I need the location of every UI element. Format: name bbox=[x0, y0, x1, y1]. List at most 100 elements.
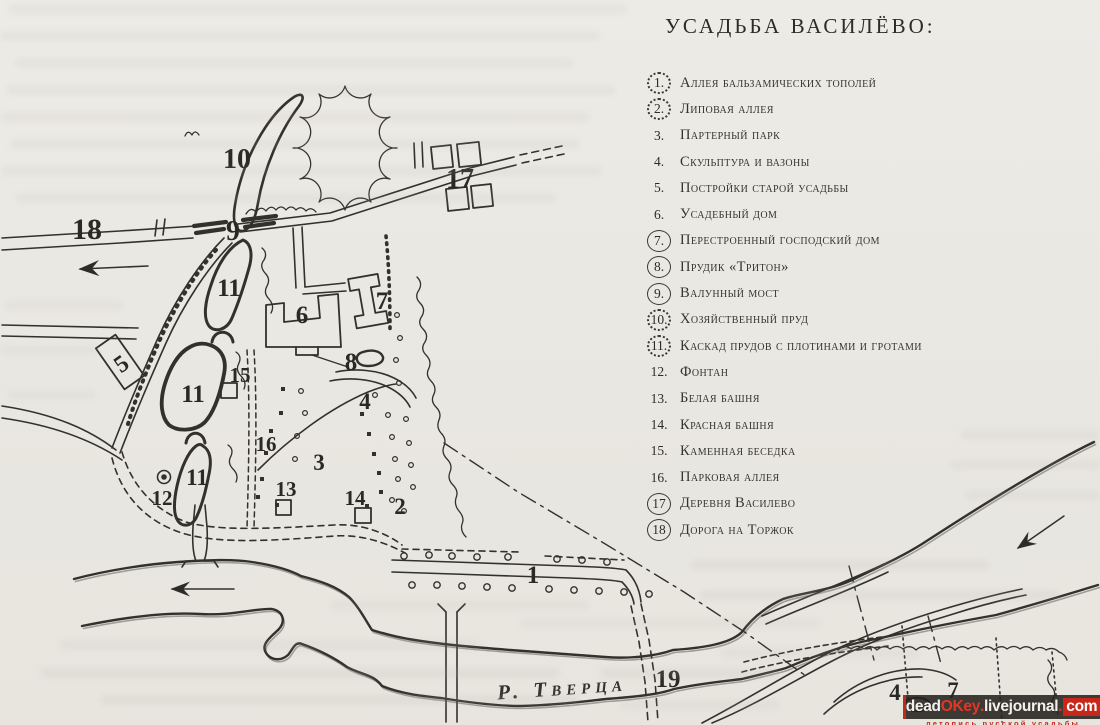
roadside-scallops bbox=[245, 206, 317, 215]
poplar-trees bbox=[400, 551, 653, 598]
legend-item-13: 13.Белая башня bbox=[645, 386, 1097, 412]
label-13: 13 bbox=[276, 477, 297, 501]
legend-marker-plain: 12. bbox=[650, 364, 668, 380]
label-18: 18 bbox=[72, 213, 102, 246]
legend-marker-plain: 13. bbox=[650, 390, 668, 406]
bleedthrough-bar bbox=[14, 58, 574, 68]
bleedthrough-bar bbox=[6, 390, 96, 400]
road-to-torzhok bbox=[1, 218, 197, 277]
legend-item-label: Каскад прудов с плотинами и гротами bbox=[680, 337, 922, 354]
bleedthrough-bar bbox=[960, 430, 1100, 440]
label-2: 2 bbox=[394, 494, 406, 519]
legend-item-11: 11. Каскад прудов с плотинами и гротами bbox=[645, 333, 1097, 359]
legend-item-6: 6.Усадебный дом bbox=[645, 201, 1097, 227]
bleedthrough-bar bbox=[700, 590, 1060, 600]
ford-crossing-19 bbox=[630, 603, 659, 723]
label-12: 12 bbox=[152, 486, 173, 510]
label-4b: 4 bbox=[889, 680, 901, 705]
watermark-text: OKey bbox=[940, 698, 981, 715]
treeline-bottom-right bbox=[837, 645, 1068, 661]
legend-item-14: 14.Красная башня bbox=[645, 412, 1097, 438]
legend-item-label: Красная башня bbox=[680, 416, 775, 433]
legend-marker-dotted: 11. bbox=[647, 335, 671, 358]
label-19: 19 bbox=[656, 666, 681, 693]
label-7a: 7 bbox=[376, 288, 389, 315]
dam-a-b bbox=[210, 330, 235, 344]
river-north-bank bbox=[72, 440, 1096, 659]
white-tower-13 bbox=[275, 499, 292, 516]
legend-item-3: 3.Партерный парк bbox=[645, 123, 1097, 149]
paths-around-pond-br bbox=[823, 668, 957, 715]
outflow-channel bbox=[181, 504, 219, 568]
legend-item-10: 10.Хозяйственный пруд bbox=[645, 307, 1097, 333]
legend-marker-circle: 9. bbox=[647, 282, 671, 305]
rebuilt-masters-house-7 bbox=[347, 273, 390, 330]
label-15: 15 bbox=[230, 363, 251, 387]
scrub-marks bbox=[184, 131, 200, 137]
park-alley-16 bbox=[246, 349, 257, 529]
bleedthrough-bar bbox=[0, 31, 600, 41]
label-9: 9 bbox=[226, 216, 240, 247]
towpath-north bbox=[761, 563, 889, 625]
fence-tick-line bbox=[126, 248, 218, 426]
legend-item-label: Аллея бальзамических тополей bbox=[680, 74, 877, 91]
legend-item-15: 15.Каменная беседка bbox=[645, 438, 1097, 464]
legend-item-1: 1.Аллея бальзамических тополей bbox=[645, 70, 1097, 96]
legend-item-16: 16. Парковая аллея bbox=[645, 464, 1097, 490]
legend-marker-plain: 16. bbox=[650, 469, 668, 485]
trees-east-of-pond-a bbox=[261, 247, 274, 314]
legend-item-label: Валунный мост bbox=[680, 285, 779, 302]
legend-marker-plain: 4. bbox=[653, 154, 665, 170]
trees-park-upper bbox=[235, 351, 246, 390]
park-dots bbox=[256, 312, 417, 515]
legend-item-4: 4.Скульптура и вазоны bbox=[645, 149, 1097, 175]
map-legend: УСАДЬБА ВАСИЛЁВО: 1.Аллея бальзамических… bbox=[645, 14, 1097, 542]
pond-cascade-c bbox=[173, 443, 212, 527]
bleedthrough-bar bbox=[10, 139, 580, 149]
legend-item-2: 2.Липовая аллея bbox=[645, 96, 1097, 122]
bleedthrough-bar bbox=[60, 640, 480, 650]
label-7b: 7 bbox=[947, 678, 959, 703]
map-number-labels: 18 10 9 17 11 6 7 5 8 15 11 4 16 3 11 12… bbox=[72, 144, 959, 705]
legend-item-label: Фонтан bbox=[680, 363, 729, 380]
road-west bbox=[1, 324, 139, 340]
label-17: 17 bbox=[446, 164, 474, 195]
bleedthrough-bar bbox=[965, 490, 1100, 500]
linden-alley-tree-line bbox=[416, 276, 467, 538]
bleedthrough-bar bbox=[0, 112, 590, 122]
label-11c: 11 bbox=[186, 465, 208, 490]
watermark-tagline: летопись русской усадьбы bbox=[925, 719, 1081, 725]
legend-item-label: Деревня Василево bbox=[680, 495, 796, 512]
label-4a: 4 bbox=[359, 389, 371, 414]
trees-park-lower bbox=[227, 444, 238, 483]
tree-canopy-top bbox=[292, 85, 398, 211]
bleedthrough-bar bbox=[100, 695, 580, 705]
legend-item-5: 5.Постройки старой усадьбы bbox=[645, 175, 1097, 201]
fountain-12 bbox=[156, 469, 172, 485]
bleedthrough-bar bbox=[600, 668, 780, 678]
legend-item-7: 7.Перестроенный господский дом bbox=[645, 228, 1097, 254]
legend-item-label: Постройки старой усадьбы bbox=[680, 179, 849, 196]
stone-pavilion-15 bbox=[220, 382, 238, 399]
bridge-road-center bbox=[437, 603, 466, 723]
label-14: 14 bbox=[345, 486, 367, 510]
label-11a: 11 bbox=[217, 275, 241, 302]
vegetation bbox=[184, 85, 1068, 713]
beaded-tree-line bbox=[384, 234, 392, 334]
poplar-alley-road bbox=[391, 548, 642, 605]
bleedthrough-bar bbox=[330, 600, 590, 610]
road-south-bottom-right bbox=[701, 588, 1027, 724]
label-11b: 11 bbox=[181, 381, 205, 408]
pond-cascade-b bbox=[159, 341, 227, 432]
legend-item-9: 9. Валунный мост bbox=[645, 280, 1097, 306]
boulder-bridge-9 bbox=[191, 213, 279, 236]
legend-title: УСАДЬБА ВАСИЛЁВО: bbox=[665, 14, 936, 38]
legend-item-label: Парковая аллея bbox=[680, 469, 780, 486]
bleedthrough-bar bbox=[40, 668, 560, 678]
bleedthrough-bar bbox=[520, 618, 820, 628]
village-17-houses bbox=[430, 141, 494, 212]
